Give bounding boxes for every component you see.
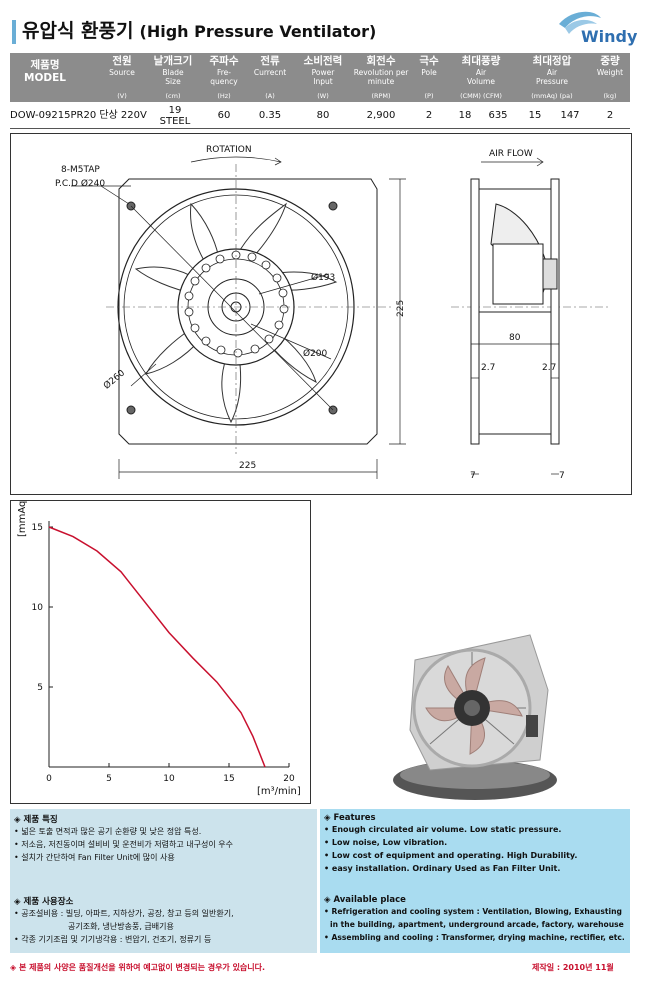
- cell-blade: 19 STEEL: [159, 105, 191, 127]
- x-tick-label: 5: [106, 774, 112, 784]
- flange-27b-label: 2.7: [542, 363, 556, 373]
- flange-27a-label: 2.7: [481, 363, 495, 373]
- title-korean: 유압식 환풍기: [22, 20, 134, 42]
- drawing-svg: ROTATION AIR FLOW 8-M5TAP P.C.D Ø240 Ø19…: [55, 145, 611, 481]
- side-view: [470, 178, 560, 445]
- cell-pa: 147: [560, 110, 580, 121]
- places-ko-item: • 각종 기기조립 및 기기냉각용 : 변압기, 건조기, 정류기 등: [14, 935, 212, 944]
- features-english: ◈ Features • Enough circulated air volum…: [320, 809, 630, 953]
- cell-rpm: 2,900: [366, 110, 396, 121]
- flange-7a-label: 7: [470, 471, 476, 481]
- chart-svg: 0 5 10 15 20 5 10 15 [mmAq] [m³/min]: [17, 497, 301, 797]
- places-en-item: • Assembling and cooling : Transformer, …: [324, 933, 625, 942]
- x-tick-label: 10: [163, 774, 175, 784]
- page-title: 유압식 환풍기 (High Pressure Ventilator): [22, 16, 376, 43]
- features-en-item: • Low cost of equipment and operating. H…: [324, 851, 578, 860]
- x-axis-label: [m³/min]: [257, 786, 301, 797]
- col-source: 전원 Source (V): [109, 55, 135, 100]
- y-tick-label: 5: [37, 683, 43, 693]
- places-ko-title: ◈ 제품 사용장소: [14, 897, 74, 907]
- features-ko-section: ◈ 제품 특징 • 넓은 토출 면적과 많은 공기 순환량 및 낮은 정압 특성…: [14, 813, 233, 864]
- logo-text: Windy: [581, 27, 637, 46]
- cell-cmm: 18: [458, 110, 472, 121]
- y-axis-label: [mmAq]: [17, 501, 28, 537]
- features-ko-item: • 넓은 토출 면적과 많은 공기 순환량 및 낮은 정압 특성.: [14, 827, 202, 836]
- col-weight: 중량 Weight (kg): [596, 55, 624, 100]
- places-ko-section: ◈ 제품 사용장소 • 공조설비용 : 빌딩, 아파트, 지하상가, 공장, 창…: [14, 895, 234, 946]
- features-en-item: • Enough circulated air volume. Low stat…: [324, 825, 562, 834]
- rotation-label: ROTATION: [206, 145, 252, 155]
- title-accent-bar: [12, 20, 16, 44]
- features-en-item: • easy installation. Ordinary Used as Fa…: [324, 864, 561, 873]
- airflow-label: AIR FLOW: [489, 149, 533, 159]
- cell-model: DOW-09215PR20 단상 220V: [10, 110, 147, 121]
- product-photo: [393, 634, 557, 800]
- cell-current: 0.35: [258, 110, 282, 121]
- cell-frequency: 60: [217, 110, 231, 121]
- places-en-item: • Refrigeration and cooling system : Ven…: [324, 907, 622, 916]
- cell-power: 80: [316, 110, 330, 121]
- y-tick-label: 15: [32, 523, 43, 533]
- tap-label: 8-M5TAP: [61, 165, 100, 175]
- pcd-label: P.C.D Ø240: [55, 178, 105, 189]
- places-en-section: ◈ Available place • Refrigeration and co…: [324, 895, 625, 944]
- cell-cfm: 635: [488, 110, 508, 121]
- d200-label: Ø200: [303, 348, 328, 359]
- places-ko-item: • 공조설비용 : 빌딩, 아파트, 지하상가, 공장, 창고 등의 일반환기,: [14, 909, 234, 918]
- places-en-title: ◈ Available place: [324, 895, 406, 905]
- col-rpm: 회전수 Revolution per minute (RPM): [353, 55, 409, 100]
- features-en-section: ◈ Features • Enough circulated air volum…: [324, 813, 577, 875]
- pq-curve-line: [48, 526, 266, 768]
- col-current: 전류 Currecnt (A): [253, 55, 287, 100]
- title-english: (High Pressure Ventilator): [139, 22, 377, 41]
- col-air-volume: 최대풍량 Air Volume (CMM) (CFM): [460, 55, 502, 100]
- footer-date: 제작일 : 2010년 11월: [532, 963, 614, 972]
- x-tick-label: 20: [283, 774, 295, 784]
- col-blade: 날개크기 Blade Size (cm): [153, 55, 193, 100]
- footer-notice: ◈ 본 제품의 사양은 품질개선을 위하여 예고없이 변경되는 경우가 있습니다…: [10, 963, 266, 972]
- col-power: 소비전력 Power Input (W): [303, 55, 343, 100]
- cell-weight: 2: [606, 110, 614, 121]
- places-ko-item: 공기조화, 냉난방송풍, 급배기용: [68, 922, 174, 931]
- flange-7b-label: 7: [559, 471, 565, 481]
- technical-drawing: ROTATION AIR FLOW 8-M5TAP P.C.D Ø240 Ø19…: [10, 133, 632, 495]
- features-ko-item: • 설치가 간단하여 Fan Filter Unit에 많이 사용: [14, 853, 175, 862]
- spec-table-header: 제품명 MODEL 전원 Source (V) 날개크기 Blade Size …: [10, 53, 630, 102]
- features-ko-title: ◈ 제품 특징: [14, 815, 58, 825]
- cell-pole: 2: [425, 110, 433, 121]
- features-en-title: ◈ Features: [324, 813, 376, 823]
- height-225-label: 225: [396, 300, 406, 317]
- depth-80-label: 80: [509, 333, 521, 343]
- pq-chart: 0 5 10 15 20 5 10 15 [mmAq] [m³/min]: [10, 497, 311, 804]
- features-korean: ◈ 제품 특징 • 넓은 토출 면적과 많은 공기 순환량 및 낮은 정압 특성…: [10, 809, 317, 953]
- col-pole: 극수 Pole (P): [419, 55, 439, 100]
- spec-table-row: DOW-09215PR20 단상 220V 19 STEEL 60 0.35 8…: [10, 104, 630, 129]
- features-en-item: • Low noise, Low vibration.: [324, 838, 448, 847]
- features-ko-item: • 저소음, 저진동이며 설비비 및 운전비가 저렴하고 내구성이 우수: [14, 840, 233, 849]
- places-en-item: in the building, apartment, underground …: [330, 920, 624, 929]
- x-tick-label: 0: [46, 774, 52, 784]
- col-air-pressure: 최대정압 Air Pressure (mmAq) (pa): [531, 55, 573, 100]
- d193-label: Ø193: [311, 272, 335, 283]
- windy-logo: Windy: [559, 11, 637, 46]
- x-tick-label: 15: [223, 774, 234, 784]
- y-tick-label: 10: [32, 603, 44, 613]
- cell-mmaq: 15: [528, 110, 542, 121]
- col-model: 제품명 MODEL: [24, 59, 66, 84]
- width-225-label: 225: [239, 461, 256, 471]
- front-view: [117, 178, 378, 445]
- col-frequency: 주파수 Fre-quency (Hz): [209, 55, 239, 100]
